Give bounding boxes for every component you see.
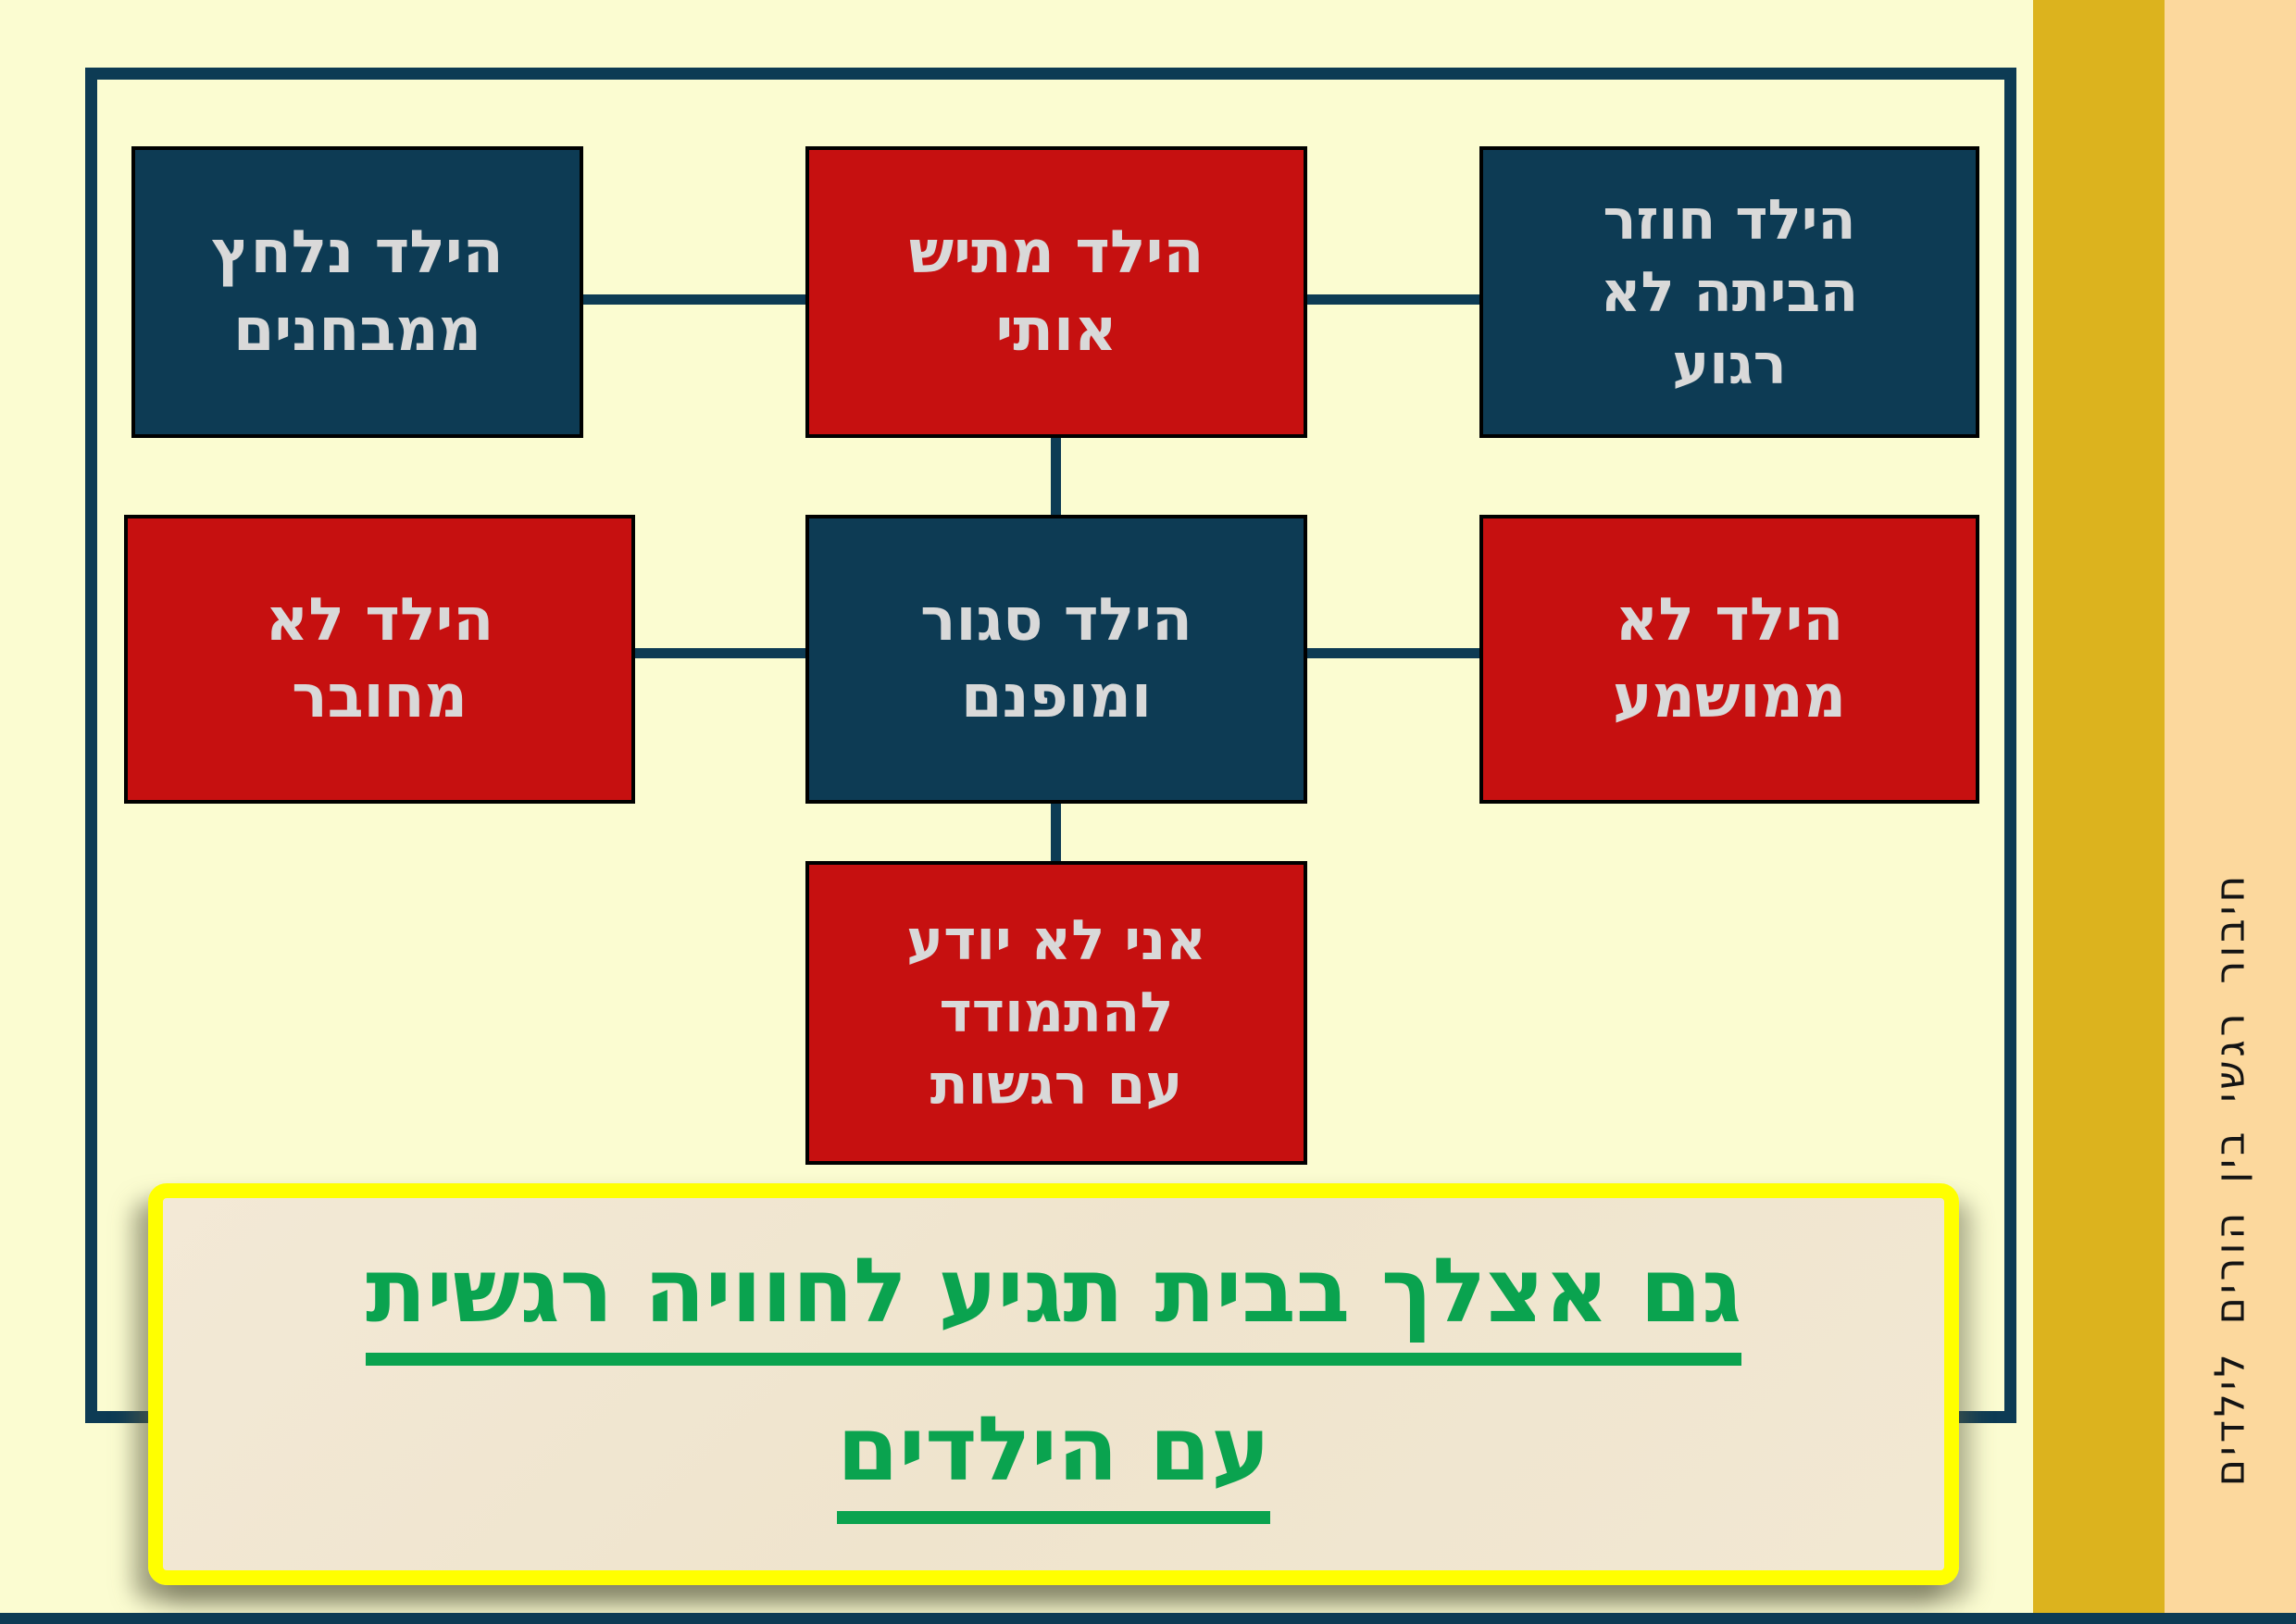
banner-text-line1: גם אצלך בבית תגיע לחוויה רגשית <box>365 1244 1742 1366</box>
diagram-box-child-stressed-by-tests: הילד נלחץ ממבחנים <box>131 146 583 438</box>
connector-line-midcenter-midright <box>1307 648 1479 658</box>
sidebar-peach-strip <box>2165 0 2296 1624</box>
conclusion-banner: גם אצלך בבית תגיע לחוויה רגשית עם הילדים <box>148 1183 1959 1585</box>
connector-line-topcenter-topright <box>1307 294 1479 305</box>
connector-line-midleft-midcenter <box>635 648 805 658</box>
sidebar-gold-strip <box>2033 0 2165 1624</box>
connector-line-topcenter-midcenter <box>1051 438 1061 515</box>
diagram-box-child-not-connected: הילד לא מחובר <box>124 515 635 804</box>
diagram-box-cant-cope-with-feelings: אני לא יודע להתמודד עם רגשות <box>805 861 1307 1165</box>
banner-text-line2: עם הילדים <box>836 1403 1271 1524</box>
diagram-box-child-exhausts-me: הילד מתיש אותי <box>805 146 1307 438</box>
diagram-box-child-closed-introverted: הילד סגור ומופנם <box>805 515 1307 804</box>
bottom-edge-bar <box>0 1613 2296 1624</box>
diagram-box-child-not-disciplined: הילד לא ממושמע <box>1479 515 1979 804</box>
sidebar-vertical-text: חיבור רגשי בין הורים לילדים <box>2206 871 2254 1486</box>
diagram-box-child-home-not-calm: הילד חוזר הביתה לא רגוע <box>1479 146 1979 438</box>
connector-line-topleft-topcenter <box>583 294 805 305</box>
connector-line-midcenter-bottomcenter <box>1051 804 1061 861</box>
